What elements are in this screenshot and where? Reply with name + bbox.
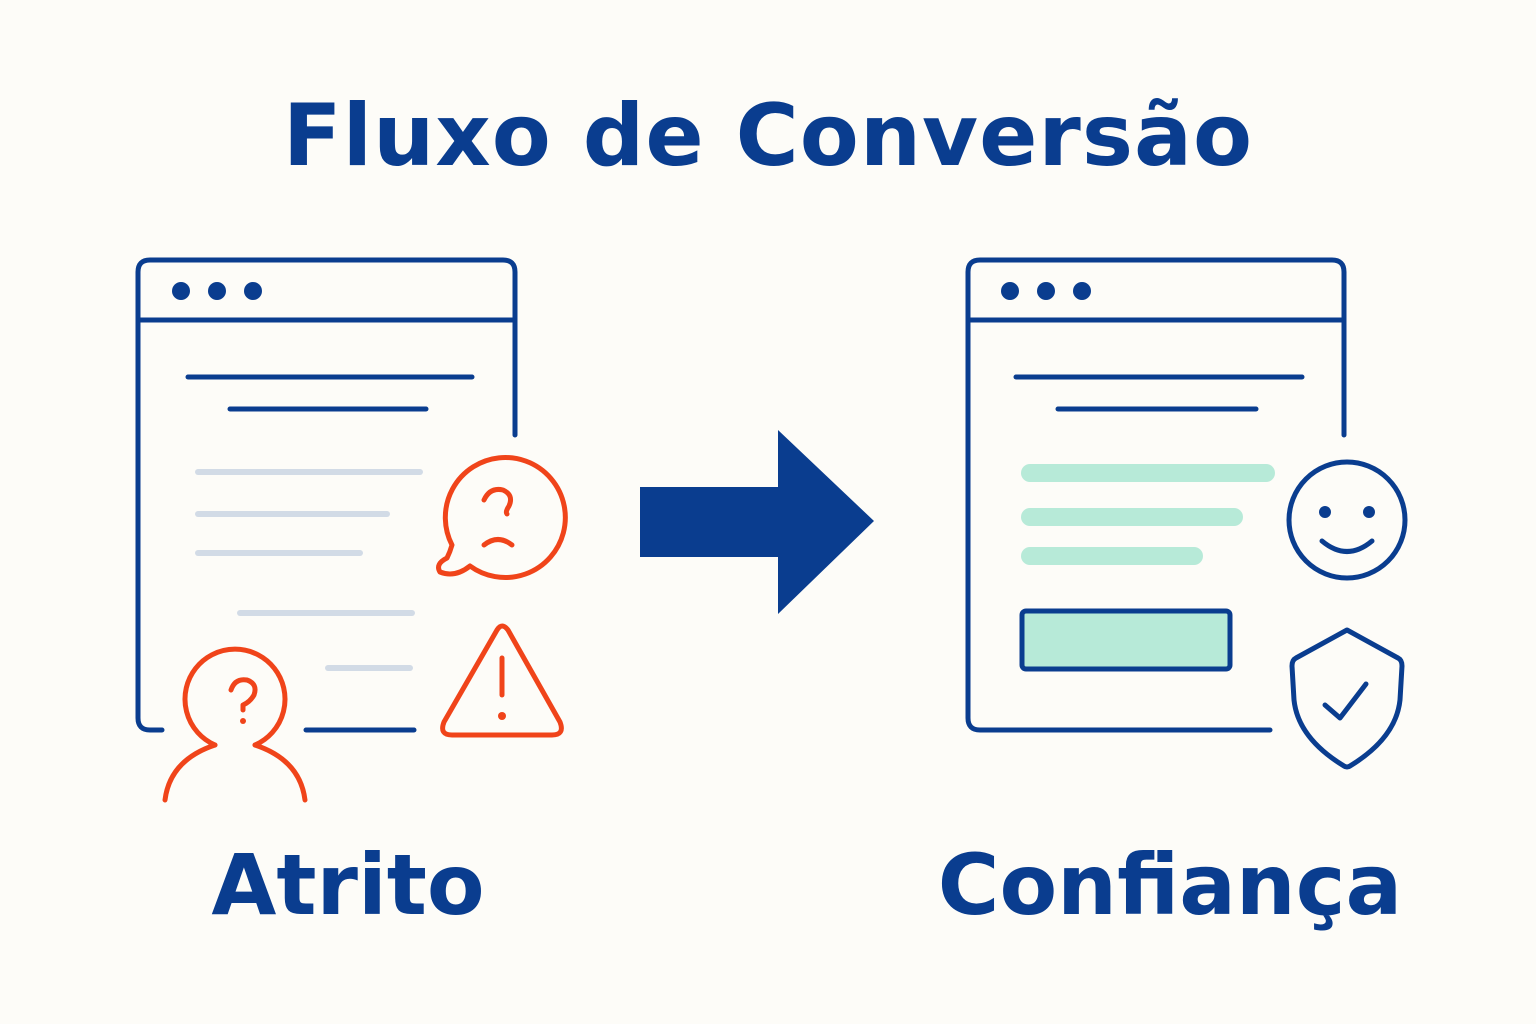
friction-label: Atrito bbox=[211, 836, 485, 934]
friction-window-dot bbox=[172, 282, 190, 300]
trust-window-dot bbox=[1073, 282, 1091, 300]
trust-cta-button bbox=[1019, 608, 1233, 672]
confused-user-icon bbox=[162, 646, 308, 803]
sad-speech-bubble-icon bbox=[436, 455, 568, 581]
smiley-face-icon bbox=[1286, 459, 1408, 581]
friction-window-frame bbox=[135, 257, 518, 733]
flow-arrow-icon bbox=[640, 430, 874, 614]
friction-window-dot bbox=[244, 282, 262, 300]
diagram-title: Fluxo de Conversão bbox=[282, 86, 1254, 186]
friction-browser-window bbox=[135, 257, 518, 733]
trust-window-frame bbox=[965, 257, 1347, 733]
trust-window-dot bbox=[1001, 282, 1019, 300]
friction-window-dot bbox=[208, 282, 226, 300]
warning-icon bbox=[440, 623, 564, 738]
shield-check-icon bbox=[1289, 627, 1405, 770]
trust-browser-window bbox=[965, 257, 1347, 733]
trust-window-dot bbox=[1037, 282, 1055, 300]
trust-label: Confiança bbox=[937, 836, 1403, 934]
